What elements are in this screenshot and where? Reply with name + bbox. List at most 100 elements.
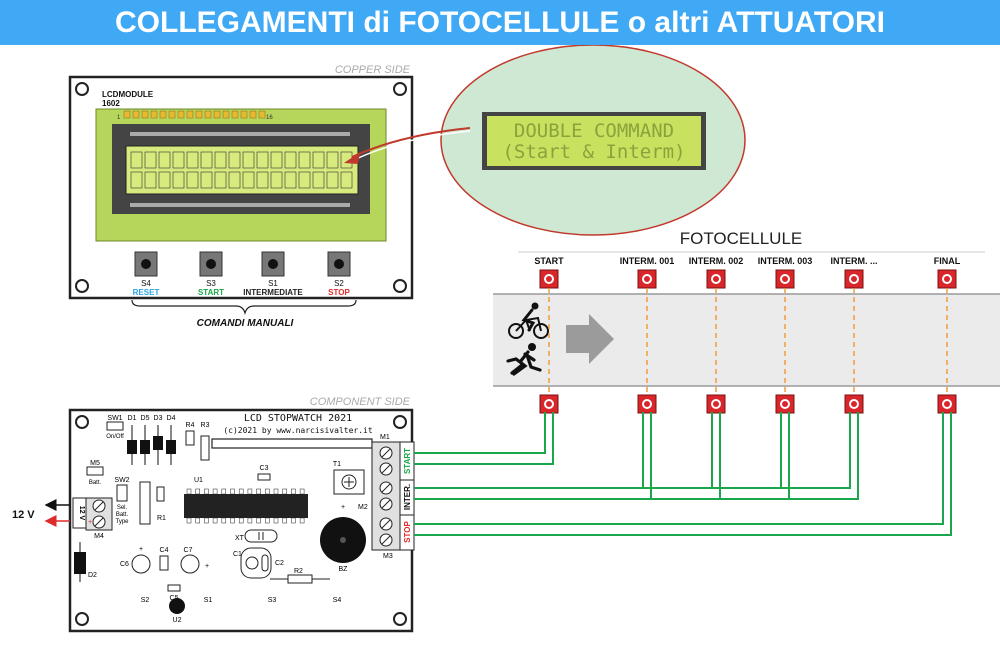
lcd-pin [204, 110, 212, 119]
lcd-pin [213, 110, 221, 119]
u1-pin [230, 488, 235, 495]
lcd-char-cell [284, 171, 297, 189]
lcd-char-cell [214, 151, 227, 169]
m4-rotated-label: 12 V [78, 506, 85, 521]
c5-capacitor [167, 584, 181, 592]
screw-slot [381, 519, 391, 529]
lcd-char-cell [228, 151, 241, 169]
lcd-model-label: LCDMODULE [102, 90, 154, 99]
direction-arrow [566, 314, 614, 364]
button-id: S3 [206, 279, 216, 288]
photocell-label: INTERM. ... [831, 256, 878, 266]
pad-s4-label: S4 [333, 597, 342, 604]
lcd-pin [168, 110, 176, 119]
button-id: S2 [334, 279, 344, 288]
c2-label: C2 [275, 560, 284, 567]
u2-label: U2 [173, 617, 182, 624]
callout-line-2: (Start & Interm) [502, 141, 685, 163]
lcd-char-cell [242, 171, 255, 189]
lcd-char-cell [172, 151, 185, 169]
callout-arrowhead [344, 152, 360, 164]
lcd-char-cell [158, 171, 171, 189]
lcd-char-cell [200, 151, 213, 169]
photocell-label: START [534, 256, 564, 266]
photocell-4: INTERM. ... [831, 256, 878, 414]
callout-line-1: DOUBLE COMMAND [514, 120, 674, 142]
u1-pin [204, 488, 209, 495]
resistor-network [139, 481, 151, 525]
screw-slot [381, 535, 391, 545]
bezel-line [130, 203, 350, 207]
u1-pin [195, 517, 200, 524]
lcd-char-cell [340, 171, 353, 189]
mount-hole [393, 415, 407, 429]
lcd-char-cell [200, 171, 213, 189]
u1-pin [273, 488, 279, 495]
button-label: STOP [328, 288, 350, 297]
button-label: START [198, 288, 224, 297]
diode-label: D3 [154, 415, 163, 422]
diode-array: D1 D5 D3 D4 [127, 415, 176, 465]
u1-pin [195, 488, 200, 495]
wire-stop-b [414, 412, 952, 536]
wiring [414, 412, 952, 536]
wire-inter-b4 [789, 412, 859, 500]
u1-pin [256, 517, 261, 524]
diode-label: D1 [128, 415, 137, 422]
pin-first-label: 1 [117, 115, 121, 121]
u1-pin [291, 517, 296, 524]
pin-last-label: 16 [266, 115, 273, 121]
wire-inter-b [414, 412, 652, 500]
button-label: INTERMEDIATE [243, 288, 303, 297]
c1-capacitor [245, 556, 259, 570]
callout-pointer-white [353, 130, 471, 161]
sw2-sub-1: Sel. [117, 505, 128, 511]
r2-label: R2 [294, 568, 303, 575]
lcd-char-cell [214, 171, 227, 189]
u1-pin [265, 517, 270, 524]
photocell-0: START [534, 256, 564, 414]
u1-pin [247, 488, 253, 495]
screw-slot [381, 464, 391, 474]
m5-connector [86, 466, 104, 476]
r2-resistor [287, 574, 313, 584]
wire-inter-a2 [643, 412, 713, 489]
mount-hole [75, 279, 89, 293]
u1-chip [184, 494, 308, 518]
lcd-char-cell [158, 151, 171, 169]
lcd-char-cell [186, 171, 199, 189]
lcd-char-cell [130, 151, 143, 169]
c6-label: C6 [120, 561, 129, 568]
lcd-header-footprint [211, 438, 373, 449]
sw1-switch [106, 421, 124, 431]
wire-inter-a [414, 412, 644, 489]
wire-inter-a4 [781, 412, 851, 489]
pad-s2-label: S2 [141, 597, 150, 604]
photocell-label: INTERM. 003 [758, 256, 813, 266]
screw-slot [381, 483, 391, 493]
c6-plus: + [139, 546, 143, 553]
sw1-sub: On/Off [106, 434, 124, 440]
stop-conn-box [399, 514, 415, 551]
lcd-char-cell [256, 151, 269, 169]
sw2-sub-3: Type [115, 519, 129, 525]
c7-label: C7 [184, 547, 193, 554]
lcd-number-label: 1602 [102, 99, 120, 108]
lcd-pin [186, 110, 194, 119]
photocell-2: INTERM. 002 [689, 256, 743, 414]
wire-stop-a [414, 412, 944, 525]
wire-inter-b2 [651, 412, 721, 500]
diode-label: D5 [141, 415, 150, 422]
power-label: 12 V [12, 509, 35, 521]
trimmer-cross [344, 477, 354, 487]
lcd-char-cell [326, 151, 339, 169]
lcd-pin [222, 110, 230, 119]
crystal [244, 529, 278, 543]
u1-pin [238, 517, 244, 524]
cyclist-icon [508, 302, 549, 339]
